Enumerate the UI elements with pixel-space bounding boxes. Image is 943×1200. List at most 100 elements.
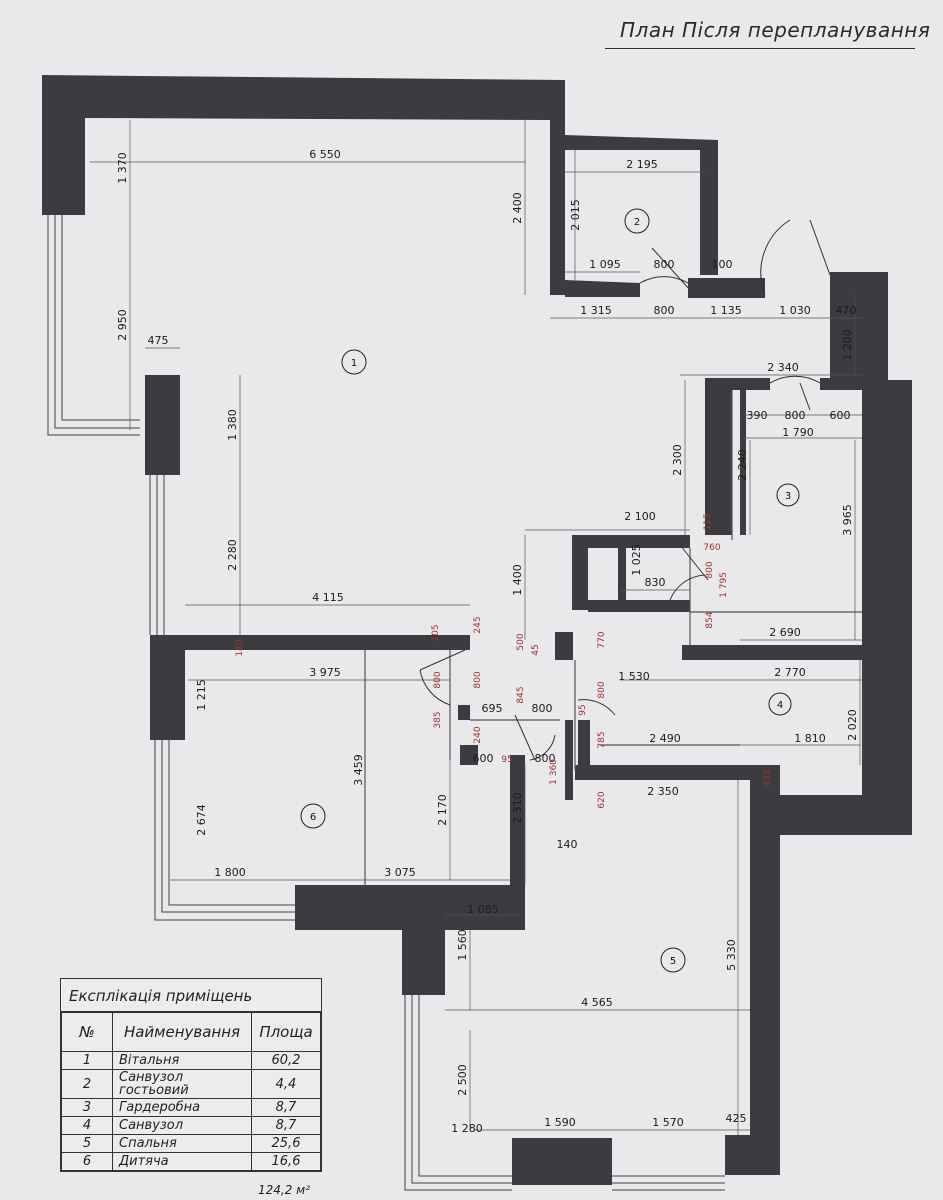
walls <box>42 75 912 1185</box>
wall-small-pillar <box>555 632 573 660</box>
dim-label: 2 350 <box>647 785 679 798</box>
legend-row-name: Вітальня <box>112 1051 252 1070</box>
dim-label: 140 <box>557 838 578 851</box>
dim-label: 4 115 <box>312 591 344 604</box>
dim-label: 2 310 <box>511 792 524 824</box>
dim-label: 390 <box>747 409 768 422</box>
dim-label: 1 380 <box>226 409 239 441</box>
dim-label: 800 <box>785 409 806 422</box>
dim-label: 2 400 <box>511 192 524 224</box>
wall-wardrobe-left-inner <box>740 390 746 535</box>
dim-label-red: 115 <box>703 513 713 530</box>
legend-row: 5 Спальня 25,6 <box>61 1134 321 1153</box>
wall-bath4-top <box>682 645 862 660</box>
wall-center-h <box>460 745 478 765</box>
windows <box>47 215 725 1191</box>
wall-center-block2 <box>618 548 626 600</box>
dim-label-red: 95 <box>501 755 512 765</box>
dim-label: 1 315 <box>580 304 612 317</box>
dim-label: 1 215 <box>195 679 208 711</box>
dim-label: 1 590 <box>544 1116 576 1129</box>
legend-heading: Експлікація приміщень <box>61 979 321 1012</box>
wall-bathroom2-bottom <box>565 280 640 297</box>
room-number-2: 2 <box>634 217 640 228</box>
wall-bedroom-left <box>402 885 445 995</box>
dim-label: 1 370 <box>116 152 129 184</box>
dim-label: 2 020 <box>846 709 859 741</box>
room-marker-2 <box>624 208 650 234</box>
dim-label: 2 340 <box>767 361 799 374</box>
legend-row-num: 1 <box>61 1051 113 1070</box>
dim-label: 3 075 <box>384 866 416 879</box>
dim-label: 4 565 <box>581 996 613 1009</box>
wall-wardrobe-left <box>705 390 732 535</box>
dim-label: 2 280 <box>226 539 239 571</box>
legend-row: 4 Санвузол 8,7 <box>61 1116 321 1135</box>
dim-label: 830 <box>645 576 666 589</box>
dim-label: 800 <box>532 702 553 715</box>
dim-label: 2 100 <box>624 510 656 523</box>
wall-bedroom-bottom-mid <box>512 1138 612 1185</box>
room-markers: 1 2 3 4 5 6 <box>300 208 800 973</box>
room-marker-3 <box>776 483 800 507</box>
wall-center-block <box>572 535 690 610</box>
legend-row: 3 Гардеробна 8,7 <box>61 1098 321 1117</box>
legend-row-num: 5 <box>61 1134 113 1153</box>
dim-label-red: 770 <box>597 631 607 648</box>
legend-row-area: 25,6 <box>251 1134 321 1153</box>
dim-label: 800 <box>654 304 675 317</box>
legend-row-num: 2 <box>61 1069 113 1099</box>
dim-label: 1 135 <box>710 304 742 317</box>
legend-row-area: 8,7 <box>251 1116 321 1135</box>
dim-label: 2 500 <box>456 1064 469 1096</box>
wall-right-outer <box>780 272 912 835</box>
wall-center-left <box>458 705 470 720</box>
room-marker-6 <box>300 803 326 829</box>
legend-row: 6 Дитяча 16,6 <box>61 1152 321 1171</box>
dim-label-red: 854 <box>705 611 715 628</box>
dim-label: 1 200 <box>841 329 854 361</box>
dim-label: 470 <box>836 304 857 317</box>
wall-wardrobe-top2 <box>820 378 862 390</box>
dim-label: 1 095 <box>589 258 621 271</box>
legend-col-num: № <box>61 1012 113 1052</box>
dim-label-red: 760 <box>703 543 720 553</box>
dim-label-red: 1 360 <box>549 759 559 785</box>
legend-row-area: 60,2 <box>251 1051 321 1070</box>
title-underline <box>605 48 915 49</box>
dim-label: 2 690 <box>769 626 801 639</box>
dim-label: 1 800 <box>214 866 246 879</box>
dim-label: 2 170 <box>436 794 449 826</box>
dim-label: 1 790 <box>782 426 814 439</box>
dim-label-red: 800 <box>433 671 443 688</box>
dim-label: 2 490 <box>649 732 681 745</box>
dim-label: 2 950 <box>116 309 129 341</box>
dim-label: 2 674 <box>195 804 208 836</box>
legend-header-row: № Найменування Площа <box>61 1012 321 1052</box>
legend-row-area: 8,7 <box>251 1098 321 1117</box>
wall-center-block3 <box>588 600 690 612</box>
dim-label-red: 45 <box>531 644 541 655</box>
room-number-5: 5 <box>670 956 676 967</box>
dim-label-red: 105 <box>431 624 441 641</box>
dim-label: 1 530 <box>618 670 650 683</box>
legend-row-name: Санвузол <box>112 1116 252 1135</box>
dim-label: 6 550 <box>309 148 341 161</box>
legend-row-num: 4 <box>61 1116 113 1135</box>
dim-label-red: 95 <box>578 704 588 715</box>
legend-row-num: 6 <box>61 1152 113 1171</box>
dim-label: 3 975 <box>309 666 341 679</box>
room-marker-4 <box>768 692 792 716</box>
dim-label: 1 560 <box>456 929 469 961</box>
legend-col-name: Найменування <box>112 1012 252 1052</box>
dim-label: 800 <box>535 752 556 765</box>
dim-label: 2 195 <box>626 158 658 171</box>
plan-title: План Після перепланування <box>620 18 931 42</box>
wall-small-v <box>565 720 573 800</box>
dim-label: 600 <box>473 752 494 765</box>
room-number-3: 3 <box>785 491 791 502</box>
wall-center-v <box>510 755 525 885</box>
dim-label: 1 810 <box>794 732 826 745</box>
legend-row-num: 3 <box>61 1098 113 1117</box>
